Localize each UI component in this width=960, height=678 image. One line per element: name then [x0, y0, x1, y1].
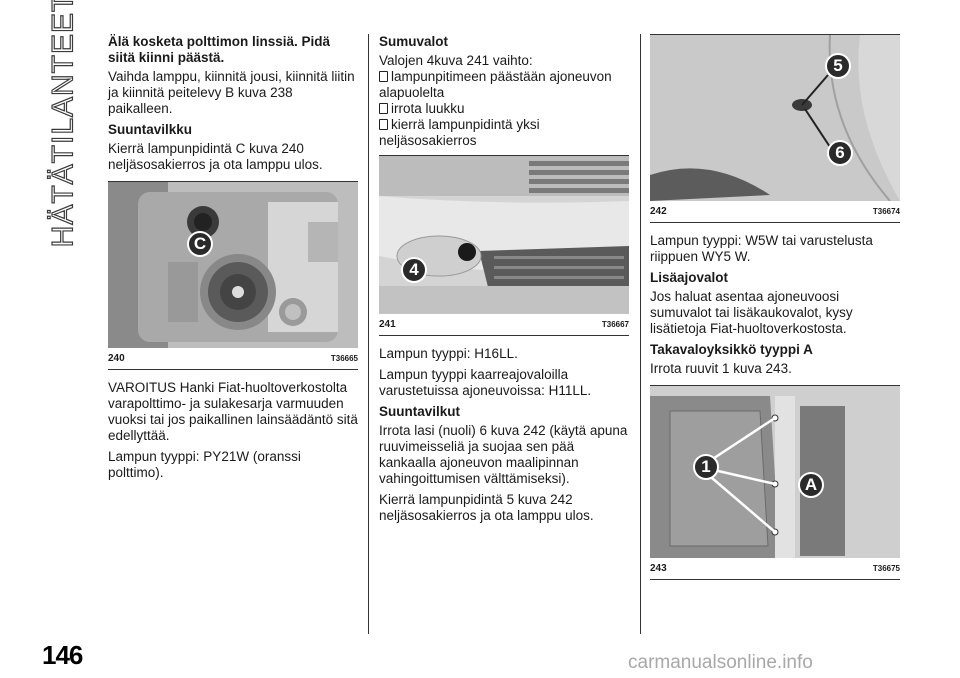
- column-divider-right: [640, 34, 641, 634]
- callout-c: C: [187, 231, 213, 257]
- watermark: carmanualsonline.info: [628, 652, 813, 673]
- page-number: 146: [42, 640, 83, 670]
- figure-number: 241: [379, 319, 396, 330]
- figure-number: 240: [108, 353, 125, 364]
- column-right: 5 6 242 T36674 Lampun tyyppi: W5W tai va…: [650, 34, 900, 590]
- tail-lamp-illustration: [650, 386, 900, 558]
- figure-code: T36675: [872, 564, 900, 573]
- bumper-photo: 4: [379, 156, 629, 314]
- headlamp-photo: C: [108, 182, 358, 348]
- figure-240: C 240 T36665: [108, 181, 358, 370]
- headlamp-illustration: [108, 182, 358, 348]
- callout-1: 1: [693, 454, 719, 480]
- figure-caption: 241 T36667: [379, 314, 629, 335]
- figure-caption: 240 T36665: [108, 348, 358, 369]
- heading-sumuvalot: Sumuvalot: [379, 34, 449, 49]
- fender-photo: 5 6: [650, 35, 900, 201]
- figure-243: 1 A 243 T36675: [650, 385, 900, 580]
- paragraph: Vaihda lamppu, kiinnitä jousi, kiinnitä …: [108, 69, 355, 116]
- paragraph: Lampun tyyppi: W5W tai varustelusta riip…: [650, 233, 873, 264]
- paragraph: Kierrä lampunpidintä 5 kuva 242 neljäsos…: [379, 492, 594, 523]
- list-item: kierrä lampunpidintä yksi neljäsosakierr…: [379, 117, 540, 148]
- paragraph: Valojen 4kuva 241 vaihto:: [379, 53, 533, 68]
- tail-lamp-photo: 1 A: [650, 386, 900, 558]
- paragraph: Irrota lasi (nuoli) 6 kuva 242 (käytä ap…: [379, 423, 628, 486]
- paragraph: Irrota ruuvit 1 kuva 243.: [650, 361, 792, 376]
- list-item: lampunpitimeen päästään ajoneuvon alapuo…: [379, 69, 612, 100]
- heading-lisaajovalot: Lisäajovalot: [650, 270, 729, 285]
- heading-takavaloyksikko: Takavaloyksikkö tyyppi A: [650, 342, 813, 357]
- column-divider-left: [368, 34, 369, 634]
- callout-a: A: [798, 472, 824, 498]
- paragraph: Jos haluat asentaa ajoneuvoosi sumuvalot…: [650, 289, 853, 336]
- fender-illustration: [650, 35, 900, 201]
- figure-code: T36674: [872, 207, 900, 216]
- column-middle: Sumuvalot Valojen 4kuva 241 vaihto: lamp…: [379, 34, 629, 529]
- figure-number: 243: [650, 563, 667, 574]
- checkbox-bullet-icon: [379, 103, 388, 114]
- chapter-title: HÄTÄTILANTEET: [45, 0, 80, 248]
- callout-5: 5: [825, 53, 851, 79]
- column-left: Älä kosketa polttimon linssiä. Pidä siit…: [108, 34, 358, 486]
- bumper-illustration: [379, 156, 629, 314]
- figure-241: 4 241 T36667: [379, 155, 629, 336]
- paragraph: Lampun tyyppi: H16LL.: [379, 346, 518, 361]
- checkbox-bullet-icon: [379, 119, 388, 130]
- chapter-side-tab: HÄTÄTILANTEET: [40, 0, 86, 248]
- paragraph: Lampun tyyppi kaarreajovaloilla varustet…: [379, 367, 592, 398]
- callout-6: 6: [827, 140, 853, 166]
- figure-242: 5 6 242 T36674: [650, 34, 900, 223]
- checkbox-bullet-icon: [379, 71, 388, 82]
- figure-number: 242: [650, 206, 667, 217]
- paragraph: Lampun tyyppi: PY21W (oranssi polttimo).: [108, 449, 301, 480]
- warning-paragraph: VAROITUS Hanki Fiat-huoltoverkostolta va…: [108, 380, 358, 443]
- figure-caption: 243 T36675: [650, 558, 900, 579]
- warning-bold-text: Älä kosketa polttimon linssiä. Pidä siit…: [108, 34, 331, 65]
- figure-code: T36665: [330, 354, 358, 363]
- callout-4: 4: [401, 257, 427, 283]
- figure-code: T36667: [601, 320, 629, 329]
- figure-caption: 242 T36674: [650, 201, 900, 222]
- heading-suuntavilkku: Suuntavilkku: [108, 122, 193, 137]
- heading-suuntavilkut: Suuntavilkut: [379, 404, 461, 419]
- paragraph: Kierrä lampunpidintä C kuva 240 neljäsos…: [108, 141, 323, 172]
- list-item: irrota luukku: [379, 101, 629, 117]
